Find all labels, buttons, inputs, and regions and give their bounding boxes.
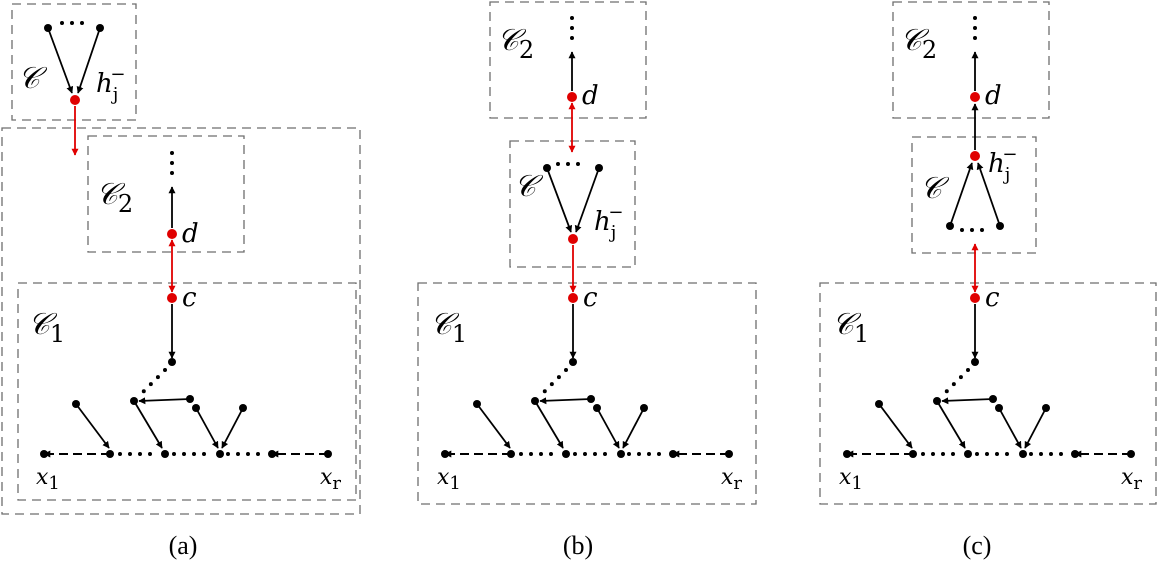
node-x1-label: x1 <box>437 465 461 494</box>
node-d <box>167 229 177 239</box>
panel-c: 𝒞2 d hj− 𝒞 c 𝒞1 <box>819 1 1157 560</box>
cluster-1-label: 𝒞1 <box>430 307 467 348</box>
node-xr-label: xr <box>320 465 341 494</box>
cluster-2-label: 𝒞2 <box>497 23 534 64</box>
node-d-label: d <box>182 219 199 249</box>
node-xr-label: xr <box>1121 465 1142 494</box>
cluster-1-label: 𝒞1 <box>832 307 869 348</box>
cluster-2-label: 𝒞2 <box>96 177 133 218</box>
node-c-label: c <box>985 283 1000 313</box>
node-c-label: c <box>583 283 598 313</box>
node-c <box>970 293 980 303</box>
node-c <box>568 293 578 303</box>
node-x1-label: x1 <box>839 465 863 494</box>
cluster-2-label: 𝒞2 <box>900 23 937 64</box>
node-xr <box>1127 450 1135 458</box>
caption-b: (b) <box>563 531 593 560</box>
node-c <box>167 293 177 303</box>
node-d-label: d <box>985 81 1002 111</box>
node-d <box>567 92 577 102</box>
cluster-box-c1 <box>417 282 757 505</box>
node-h <box>970 151 980 161</box>
cluster-label: 𝒞 <box>514 169 544 204</box>
node-h-label: hj− <box>988 144 1017 185</box>
node-h <box>70 95 80 105</box>
node-c-label: c <box>182 283 197 313</box>
cluster-label: 𝒞 <box>18 61 48 96</box>
node-x1 <box>441 450 449 458</box>
panel-b: 𝒞2 d 𝒞 hj− c 𝒞1 <box>417 1 757 560</box>
caption-c: (c) <box>963 531 992 560</box>
cluster-box-c2 <box>489 1 647 119</box>
node-x1 <box>843 450 851 458</box>
cluster-box-c2 <box>892 1 1050 119</box>
node-xr <box>324 450 332 458</box>
node-h-label: hj− <box>594 202 623 243</box>
cluster-box-c2 <box>87 135 245 253</box>
node-x1 <box>40 450 48 458</box>
node-h-label: hj− <box>96 64 125 105</box>
node-x1-label: x1 <box>36 465 60 494</box>
cluster-1-label: 𝒞1 <box>28 307 65 348</box>
cluster-box-c1 <box>17 282 357 501</box>
node-d <box>970 92 980 102</box>
outer-box <box>1 127 361 515</box>
caption-a: (a) <box>169 531 198 560</box>
node-xr <box>725 450 733 458</box>
node-h <box>568 234 578 244</box>
panel-a: 𝒞 hj− 𝒞2 d c 𝒞1 <box>1 3 361 560</box>
cluster-box-c1 <box>819 282 1157 505</box>
node-d-label: d <box>582 81 599 111</box>
node-xr-label: xr <box>721 465 742 494</box>
cluster-label: 𝒞 <box>920 171 950 206</box>
cluster-box-c <box>11 3 137 121</box>
